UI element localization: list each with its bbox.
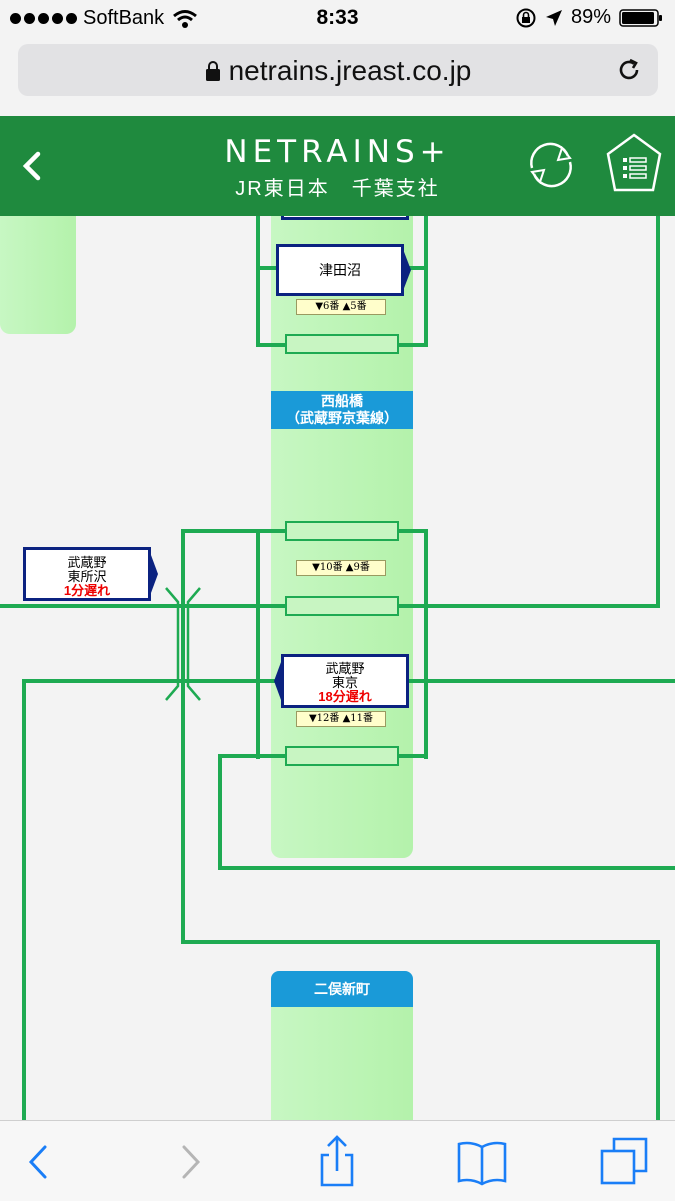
bookmarks-icon[interactable]	[455, 1135, 509, 1189]
station-name: 二俣新町	[314, 981, 370, 997]
track-line	[404, 266, 428, 270]
station-west-funabashi[interactable]: 西船橋 （武蔵野京葉線）	[271, 391, 413, 429]
location-icon	[545, 9, 562, 26]
track-label: ▼10番 ▲9番	[296, 560, 386, 576]
zone-station-futamata	[271, 986, 413, 1120]
carrier-info: SoftBank	[10, 7, 198, 30]
carrier-name: SoftBank	[83, 7, 165, 29]
track-line	[22, 679, 26, 1120]
track-line	[256, 529, 260, 759]
track-label: ▼6番 ▲5番	[296, 299, 386, 315]
browser-forward-icon[interactable]	[163, 1135, 217, 1189]
track-line	[424, 216, 428, 346]
track-line	[656, 940, 660, 1120]
netrains-logo: NETRAINS+ JR東日本 千葉支社	[0, 134, 675, 201]
track-line	[656, 216, 660, 608]
train-destination: 津田沼	[319, 262, 361, 278]
url-display[interactable]: netrains.jreast.co.jp	[18, 55, 658, 87]
train-delay: 18分遅れ	[318, 689, 372, 704]
browser-toolbar	[0, 1120, 675, 1201]
signal-icon	[10, 13, 77, 24]
lock-icon	[205, 61, 220, 81]
train-line: 武蔵野	[67, 555, 107, 570]
status-bar: SoftBank 8:33 89%	[0, 0, 675, 38]
train-musashino-higashitokorozawa[interactable]: 武蔵野 東所沢 1分遅れ	[23, 547, 151, 601]
track-label: ▼12番 ▲11番	[296, 711, 386, 727]
browser-back-icon[interactable]	[12, 1135, 66, 1189]
battery-icon	[619, 8, 662, 27]
platform	[285, 746, 399, 766]
station-subname: （武蔵野京葉線）	[286, 410, 398, 426]
rotation-lock-icon	[516, 8, 536, 27]
track-line	[181, 940, 660, 944]
battery-percent: 89%	[570, 6, 611, 28]
train-line: 武蔵野	[325, 661, 365, 676]
train-tsudanuma[interactable]: 津田沼	[276, 244, 404, 296]
refresh-icon[interactable]	[520, 134, 582, 196]
logo-sub: JR東日本 千葉支社	[235, 178, 440, 200]
train-musashino-tokyo[interactable]: 武蔵野 東京 18分遅れ	[281, 654, 409, 708]
tabs-icon[interactable]	[598, 1135, 652, 1189]
zone-left	[0, 216, 76, 334]
train-direction-icon	[148, 547, 158, 601]
train-delay: 1分遅れ	[63, 583, 111, 598]
home-menu-icon[interactable]	[605, 132, 663, 194]
track-line	[256, 266, 280, 270]
train-partial[interactable]	[281, 216, 409, 220]
logo-main: NETRAINS+	[224, 134, 451, 170]
track-line	[181, 529, 185, 942]
address-bar[interactable]: netrains.jreast.co.jp	[18, 44, 658, 96]
crossover-icon	[165, 587, 201, 701]
platform	[285, 334, 399, 354]
status-time: 8:33	[316, 6, 359, 29]
status-right: 89%	[515, 6, 663, 29]
track-line	[218, 866, 675, 870]
route-map[interactable]: 西船橋 （武蔵野京葉線） 二俣新町 ▼6番 ▲5番 ▼10番 ▲9番 ▼12番 …	[0, 216, 675, 1120]
back-icon[interactable]	[14, 146, 54, 186]
track-line	[181, 529, 260, 533]
train-direction-icon	[274, 654, 284, 708]
train-destination: 東所沢	[67, 569, 107, 584]
train-direction-icon	[401, 244, 411, 296]
track-line	[424, 529, 428, 759]
share-icon[interactable]	[310, 1135, 364, 1189]
platform	[285, 596, 399, 616]
station-futamata-shinmachi[interactable]: 二俣新町	[271, 971, 413, 1007]
reload-icon[interactable]	[614, 55, 644, 85]
wifi-icon	[173, 9, 198, 28]
app-header: NETRAINS+ JR東日本 千葉支社	[0, 116, 675, 216]
train-destination: 東京	[331, 675, 358, 690]
track-line	[256, 216, 260, 346]
track-line	[218, 754, 222, 868]
platform	[285, 521, 399, 541]
station-name: 西船橋	[321, 393, 363, 409]
url-text: netrains.jreast.co.jp	[228, 55, 472, 86]
